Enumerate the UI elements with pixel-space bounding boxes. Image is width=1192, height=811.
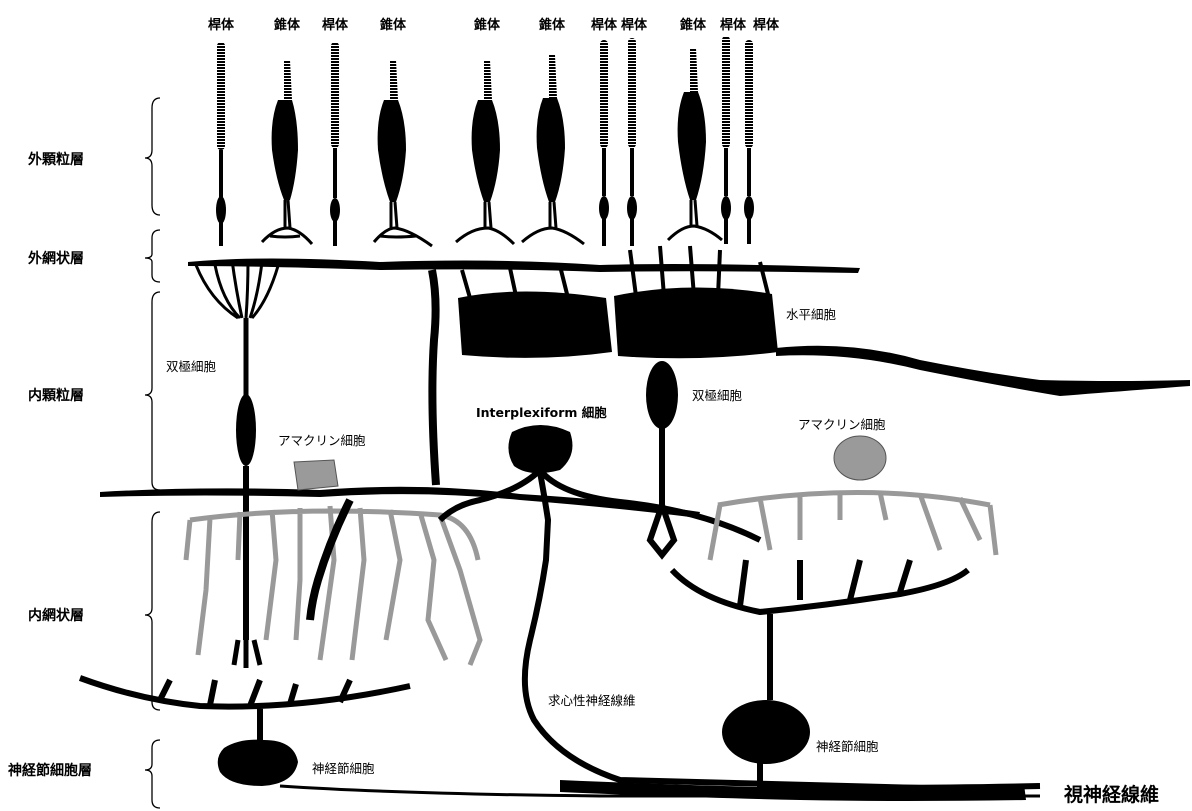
cone-cell <box>456 60 514 244</box>
muller-process <box>432 270 436 485</box>
bipolar-cell-right-label: 双極細胞 <box>692 385 742 404</box>
rod-cell <box>599 40 609 246</box>
cone-cell <box>262 60 312 244</box>
bipolar-cell-left-label: 双極細胞 <box>166 356 216 375</box>
rod-cell <box>330 42 340 246</box>
rod-cell <box>627 38 637 246</box>
cone-label: 錐体 <box>680 14 706 33</box>
horizontal-cell-left <box>458 266 612 358</box>
centripetal-fiber-label: 求心性神経線維 <box>548 690 636 709</box>
optic-nerve-label: 視神経線維 <box>1064 780 1159 807</box>
cone-label: 錐体 <box>380 14 406 33</box>
cone-label: 錐体 <box>539 14 565 33</box>
brace-outer-plexiform <box>145 230 160 282</box>
layer-label-inner-plexiform: 内網状層 <box>28 605 84 625</box>
cone-cell <box>522 55 584 244</box>
rod-label: 桿体 <box>591 14 617 33</box>
cone-cell <box>668 48 722 240</box>
cone-label: 錐体 <box>474 14 500 33</box>
rod-label: 桿体 <box>621 14 647 33</box>
layer-label-outer-nuclear: 外顆粒層 <box>28 149 84 169</box>
brace-inner-plexiform <box>145 512 160 710</box>
rod-label: 桿体 <box>208 14 234 33</box>
rod-cell <box>216 42 226 246</box>
amacrine-cell-right <box>710 436 996 560</box>
brace-ganglion-cell <box>145 740 160 808</box>
interplexiform-cell-label: Interplexiform 細胞 <box>476 402 607 421</box>
cone-label: 錐体 <box>274 14 300 33</box>
layer-label-ganglion-cell: 神経節細胞層 <box>8 760 92 780</box>
layer-label-inner-nuclear: 内顆粒層 <box>28 385 84 405</box>
brace-inner-nuclear <box>145 292 160 490</box>
cone-cell <box>374 60 432 246</box>
ganglion-cell-left-label: 神経節細胞 <box>312 758 375 777</box>
interplexiform-cell <box>440 425 1000 790</box>
rod-label: 桿体 <box>322 14 348 33</box>
rod-cell <box>744 40 754 244</box>
amacrine-cell-left-label: アマクリン細胞 <box>278 430 366 449</box>
amacrine-cell-right-label: アマクリン細胞 <box>798 414 886 433</box>
rod-label: 桿体 <box>753 14 779 33</box>
layer-label-outer-plexiform: 外網状層 <box>28 248 84 268</box>
brace-outer-nuclear <box>145 98 160 215</box>
ganglion-cell-right-label: 神経節細胞 <box>816 736 879 755</box>
rod-cell <box>721 36 731 244</box>
rod-label: 桿体 <box>720 14 746 33</box>
bipolar-cell-right <box>646 361 678 555</box>
horizontal-cell-label: 水平細胞 <box>786 304 836 323</box>
bipolar-cell-left <box>196 260 278 668</box>
